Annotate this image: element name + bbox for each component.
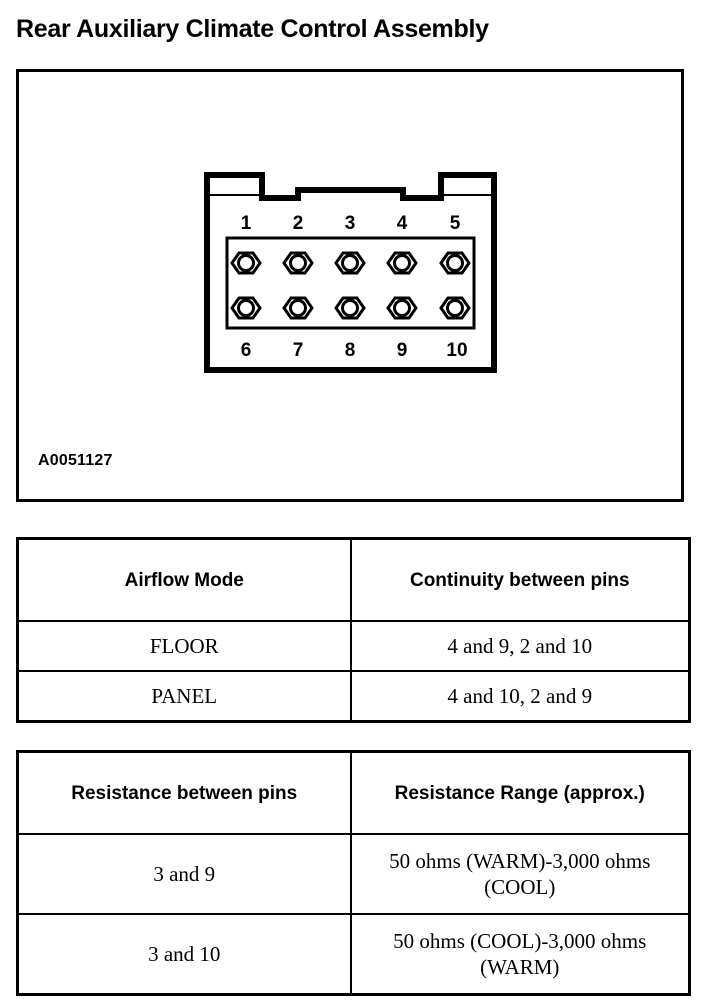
table-header-row: Airflow Mode Continuity between pins <box>16 537 691 622</box>
cell-resistance-range-3-and-9: 50 ohms (WARM)-3,000 ohms (COOL) <box>349 833 691 915</box>
resistance-table: Resistance between pins Resistance Range… <box>16 750 691 996</box>
hex-socket-icon-2 <box>282 251 314 275</box>
pin-labels-bottom: 6 7 8 9 10 <box>241 340 468 361</box>
hex-socket-icon-3 <box>334 251 366 275</box>
pin-label-6: 6 <box>241 340 252 361</box>
pin-label-1: 1 <box>241 213 252 234</box>
cell-resistance-range-3-and-10: 50 ohms (COOL)-3,000 ohms (WARM) <box>349 913 691 996</box>
airflow-continuity-table: Airflow Mode Continuity between pins FLO… <box>16 537 691 723</box>
pin-label-7: 7 <box>293 340 304 361</box>
connector-diagram: 1 2 3 4 5 <box>200 168 500 378</box>
cell-pins-3-and-9: 3 and 9 <box>16 833 352 915</box>
pin-label-9: 9 <box>397 340 408 361</box>
column-header-airflow-mode: Airflow Mode <box>16 537 352 622</box>
hex-socket-icon-4 <box>386 251 418 275</box>
table-row: 3 and 9 50 ohms (WARM)-3,000 ohms (COOL) <box>16 833 691 915</box>
hex-socket-icon-5 <box>439 251 471 275</box>
pin-label-5: 5 <box>450 213 461 234</box>
page-title: Rear Auxiliary Climate Control Assembly <box>16 15 489 43</box>
table-row: 3 and 10 50 ohms (COOL)-3,000 ohms (WARM… <box>16 913 691 996</box>
column-header-resistance-between-pins: Resistance between pins <box>16 750 352 835</box>
cell-airflow-mode-floor: FLOOR <box>16 620 352 672</box>
cell-continuity-floor: 4 and 9, 2 and 10 <box>349 620 691 672</box>
pin-label-4: 4 <box>397 213 408 234</box>
column-header-continuity-between-pins: Continuity between pins <box>349 537 691 622</box>
figure-id-label: A0051127 <box>38 452 113 469</box>
table-row: FLOOR 4 and 9, 2 and 10 <box>16 620 691 672</box>
column-header-resistance-range: Resistance Range (approx.) <box>349 750 691 835</box>
hex-socket-icon-10 <box>439 296 471 320</box>
cell-pins-3-and-10: 3 and 10 <box>16 913 352 996</box>
hex-socket-icon-7 <box>282 296 314 320</box>
hex-socket-icon-1 <box>230 251 262 275</box>
cell-airflow-mode-panel: PANEL <box>16 670 352 723</box>
pin-label-3: 3 <box>345 213 356 234</box>
pin-sockets-bottom <box>230 296 471 320</box>
pin-label-8: 8 <box>345 340 356 361</box>
hex-socket-icon-8 <box>334 296 366 320</box>
table-header-row: Resistance between pins Resistance Range… <box>16 750 691 835</box>
pin-label-2: 2 <box>293 213 304 234</box>
pin-sockets-top <box>230 251 471 275</box>
pin-label-10: 10 <box>446 340 467 361</box>
table-row: PANEL 4 and 10, 2 and 9 <box>16 670 691 723</box>
pin-labels-top: 1 2 3 4 5 <box>241 213 461 234</box>
hex-socket-icon-6 <box>230 296 262 320</box>
cell-continuity-panel: 4 and 10, 2 and 9 <box>349 670 691 723</box>
hex-socket-icon-9 <box>386 296 418 320</box>
